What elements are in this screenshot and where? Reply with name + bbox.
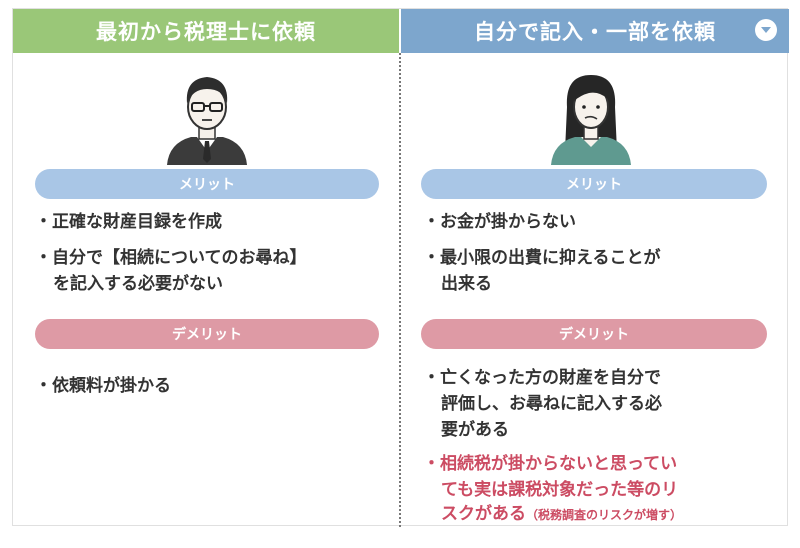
left-merit-item: ・自分で【相続についてのお尋ね】 bbox=[35, 248, 307, 268]
right-demerit-pill: デメリット bbox=[421, 319, 767, 349]
right-merit-label: メリット bbox=[566, 177, 622, 193]
left-merit-item: ・正確な財産目録を作成 bbox=[35, 212, 222, 232]
right-demerit-item: 要がある bbox=[441, 420, 509, 440]
right-merit-item: ・最小限の出費に抑えることが bbox=[423, 248, 661, 268]
right-column-title: 自分で記入・一部を依頼 bbox=[474, 20, 716, 44]
risk-line: ・相続税が掛からないと思ってい bbox=[423, 454, 678, 474]
right-column-header: 自分で記入・一部を依頼 bbox=[401, 9, 789, 53]
left-demerit-pill: デメリット bbox=[35, 319, 379, 349]
businessman-icon bbox=[161, 67, 253, 169]
right-merit-item: 出来る bbox=[441, 274, 492, 294]
left-merit-item: を記入する必要がない bbox=[53, 274, 223, 294]
right-demerit-item: ・亡くなった方の財産を自分で bbox=[423, 368, 661, 388]
left-demerit-label: デメリット bbox=[172, 327, 242, 343]
right-demerit-label: デメリット bbox=[559, 327, 629, 343]
comparison-card: 最初から税理士に依頼 自分で記入・一部を依頼 bbox=[12, 8, 789, 528]
woman-icon bbox=[545, 67, 637, 169]
left-merit-label: メリット bbox=[179, 177, 235, 193]
risk-line: ても実は課税対象だった等のリ bbox=[441, 480, 679, 500]
risk-note: （税務調査のリスクが増す） bbox=[526, 508, 683, 522]
risk-line-last: スクがある（税務調査のリスクが増す） bbox=[441, 501, 682, 528]
right-merit-pill: メリット bbox=[421, 169, 767, 199]
left-merit-pill: メリット bbox=[35, 169, 379, 199]
risk-line-text: スクがある bbox=[441, 504, 526, 524]
right-merit-item: ・お金が掛からない bbox=[423, 212, 576, 232]
chevron-down-icon[interactable] bbox=[755, 19, 777, 41]
column-divider bbox=[399, 53, 401, 527]
left-demerit-item: ・依頼料が掛かる bbox=[35, 376, 171, 396]
left-column-header: 最初から税理士に依頼 bbox=[13, 9, 399, 53]
right-demerit-item: 評価し、お尋ねに記入する必 bbox=[441, 394, 662, 414]
